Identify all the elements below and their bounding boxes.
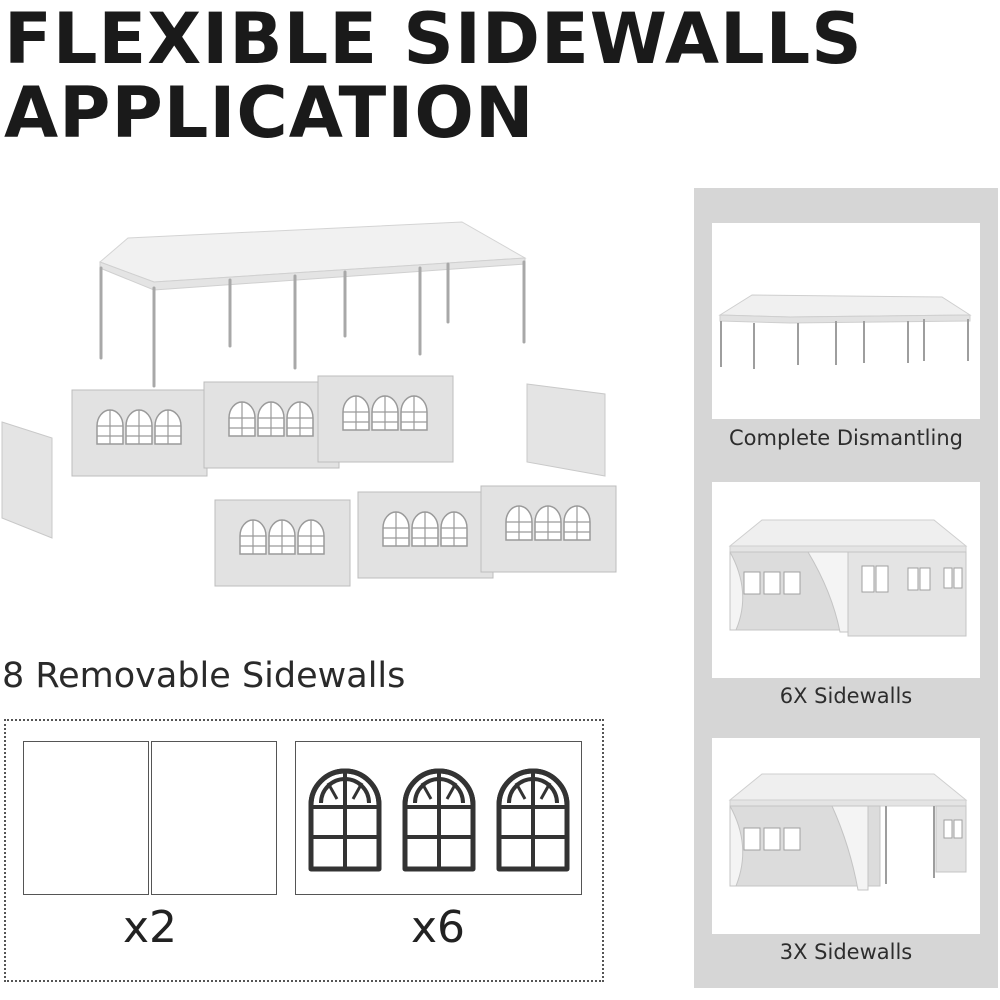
window-sidewall-quantity: x6 [410,902,466,953]
plain-sidewall-panel-1 [23,741,149,895]
option-6x-sidewalls-image [712,482,980,678]
title-line-1: FLEXIBLE SIDEWALLS [4,0,863,80]
plain-sidewall-quantity: x2 [122,902,178,953]
option-3x-sidewalls-image [712,738,980,934]
title-line-2: APPLICATION [4,72,535,154]
page-title: FLEXIBLE SIDEWALLS APPLICATION [4,2,863,150]
option-complete-dismantling-image [712,223,980,419]
arched-windows-graphic [296,742,583,896]
option-complete-dismantling-caption: Complete Dismantling [728,426,963,450]
sidewalls-diagram-box [4,719,604,982]
sidewalls-count-title: 8 Removable Sidewalls [2,656,406,696]
configuration-options-panel: Complete Dismantling 6X Sidewalls [694,188,998,988]
tent-exploded-illustration [1,221,620,620]
option-3x-sidewalls-caption: 3X Sidewalls [779,940,913,964]
plain-sidewall-panel-2 [151,741,277,895]
window-sidewall-panel [295,741,582,895]
option-6x-sidewalls-caption: 6X Sidewalls [779,684,913,708]
